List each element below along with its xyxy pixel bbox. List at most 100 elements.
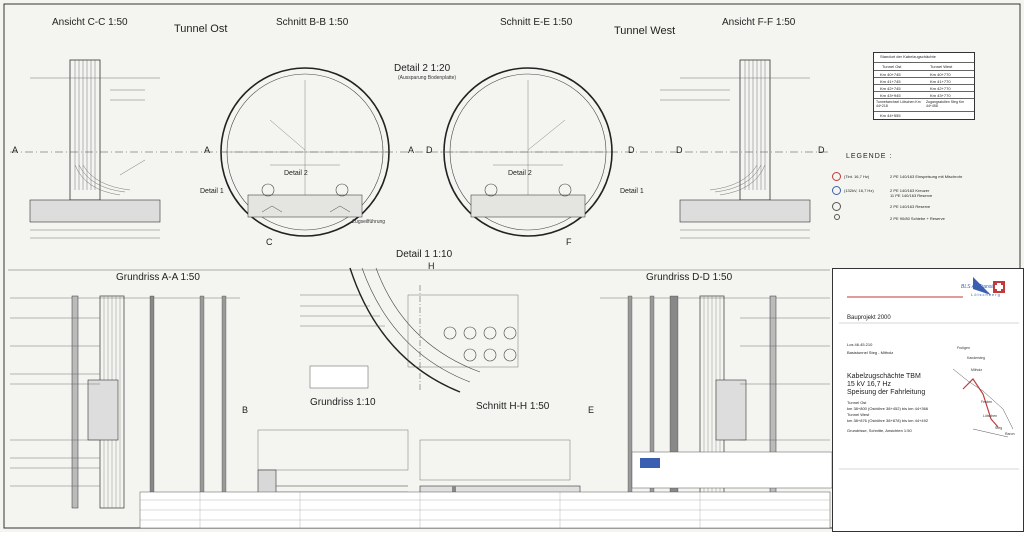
kabel-table-header: Tunnel Ost Tunnel West xyxy=(874,62,974,70)
map-label: Mitholz xyxy=(971,368,983,372)
callout-zugseil: Zugseilführung xyxy=(352,219,386,225)
los-number: Los 46.45.210 xyxy=(847,342,873,347)
bottom-info-strip xyxy=(139,451,833,529)
map-label: Steg xyxy=(995,426,1003,430)
legend-item: (132kV, 16,7 Hz) 2 PE 140/163 Kreuzer 11… xyxy=(832,186,1017,198)
table-row: Km 40+745 Km 40+770 xyxy=(874,70,974,78)
table-row: Km 41+745 Km 41+770 xyxy=(874,77,974,85)
table-row: Tunnelwechsel Lötschen Km 44+218 Zugangs… xyxy=(874,98,974,111)
cell: Km 40+745 xyxy=(880,72,901,77)
section-mark-d-right: D xyxy=(676,145,683,155)
section-mark-a-mid: A xyxy=(204,145,211,155)
circle-icon xyxy=(832,172,841,181)
main-title-3: Speisung der Fahrleitung xyxy=(847,389,926,396)
map-label: Ferden xyxy=(981,400,993,404)
map-label: Raron xyxy=(1005,432,1015,436)
legend-item: (Tint. 16,7 Hz) 2 PE 140/163 Einspeisung… xyxy=(832,172,1017,182)
route-line-2: km 38+800 (Oströhre 38+452) bis km 44+36… xyxy=(847,406,929,411)
project-name: Bauprojekt 2000 xyxy=(847,315,891,321)
subtitle-detail2: (Aussparung Bodenplatte) xyxy=(398,75,457,81)
title-grundriss-aa: Grundriss A-A 1:50 xyxy=(116,272,200,283)
legend: LEGENDE : (Tint. 16,7 Hz) 2 PE 140/163 E… xyxy=(827,148,1022,268)
title-grundriss-110: Grundriss 1:10 xyxy=(310,397,376,408)
legend-item-text: 2 PE 140/163 Kreuzer 11 PE 140/163 Reser… xyxy=(890,188,933,198)
ansicht-ff-view xyxy=(660,59,811,239)
main-title-2: 15 kV 16,7 Hz xyxy=(847,381,891,388)
main-title-1: Kabelzugschächte TBM xyxy=(847,373,921,380)
title-grundriss-dd: Grundriss D-D 1:50 xyxy=(646,272,733,283)
route-line-1: Tunnel Ost xyxy=(847,400,867,405)
scales-note: Grundrisse, Schnitte, Ansichten 1:50 xyxy=(847,428,912,433)
title-block-graphics xyxy=(839,277,1019,470)
callout-detail1-left: Detail 1 xyxy=(200,188,224,195)
grundriss-aa-view xyxy=(10,295,240,509)
legend-title: LEGENDE : xyxy=(846,153,893,160)
section-mark-f-bottom: F xyxy=(566,237,572,247)
map-label: Lötschen xyxy=(983,414,998,418)
route-line-4: km 38+876 (Oströhre 38+878) bis km 44+49… xyxy=(847,418,929,423)
section-name: Basistunnel Steg - Mitholz xyxy=(847,350,894,355)
section-mark-d-left: D xyxy=(426,145,433,155)
section-mark-e-left: E xyxy=(588,405,595,415)
cell: Km 41+745 xyxy=(880,79,901,84)
section-mark-a-left: A xyxy=(12,145,19,155)
legend-item-code: (132kV, 16,7 Hz) xyxy=(844,188,874,193)
kabel-table-title: Standort der Kabelzugschächte xyxy=(880,54,936,59)
title-tunnel-west: Tunnel West xyxy=(614,25,676,37)
title-ansicht-cc: Ansicht C-C 1:50 xyxy=(52,17,128,28)
legend-item-text: 2 PE 140/163 Einspeisung mit Mischrohr xyxy=(890,174,963,179)
callout-detail2-left: Detail 2 xyxy=(284,170,308,177)
legend-item-text: 2 PE 90/80 Schiebe + Reserve xyxy=(890,216,945,221)
title-tunnel-ost: Tunnel Ost xyxy=(174,23,228,35)
legend-item-code: (Tint. 16,7 Hz) xyxy=(844,174,870,179)
section-mark-a-right: A xyxy=(408,145,415,155)
section-mark-c-bottom: C xyxy=(266,237,273,247)
title-schnitt-hh: Schnitt H-H 1:50 xyxy=(476,401,550,412)
circle-icon xyxy=(834,214,840,220)
legend-item-text: 2 PE 140/163 Reserve xyxy=(890,204,931,209)
title-detail1: Detail 1 1:10 xyxy=(396,249,453,260)
cell: Km 42+770 xyxy=(930,86,951,91)
title-schnitt-bb: Schnitt B-B 1:50 xyxy=(276,17,349,28)
detail1-view xyxy=(300,267,519,393)
section-mark-d-far: D xyxy=(818,145,825,155)
company-name: BLS AlpTransit xyxy=(961,284,994,290)
kabel-col2: Tunnel West xyxy=(930,64,953,69)
title-detail2: Detail 2 1:20 xyxy=(394,63,451,74)
title-ansicht-ff: Ansicht F-F 1:50 xyxy=(722,17,796,28)
callout-detail1-right: Detail 1 xyxy=(620,188,644,195)
company-sub: Lötschberg xyxy=(971,292,1001,297)
kabel-col1: Tunnel Ost xyxy=(882,64,902,69)
legend-item: 2 PE 140/163 Reserve xyxy=(832,202,1017,212)
map-label: Kandersteg xyxy=(967,356,985,360)
circle-icon xyxy=(832,202,841,211)
cell: Km 42+745 xyxy=(880,86,901,91)
section-mark-d-mid: D xyxy=(628,145,635,155)
cell: Tunnelwechsel Lötschen Km 44+218 xyxy=(876,100,921,108)
callout-detail2-right: Detail 2 xyxy=(508,170,532,177)
cell: Km 43+770 xyxy=(930,93,951,98)
circle-icon xyxy=(832,186,841,195)
section-mark-b-left: B xyxy=(242,405,249,415)
grundriss-dd-view xyxy=(600,295,830,509)
title-schnitt-ee: Schnitt E-E 1:50 xyxy=(500,17,573,28)
cell: Km 41+770 xyxy=(930,79,951,84)
table-row: Km 42+745 Km 42+770 xyxy=(874,84,974,92)
cell: Km 40+770 xyxy=(930,72,951,77)
route-line-3: Tunnel West xyxy=(847,412,870,417)
cell: Km 43+945 xyxy=(880,93,901,98)
table-row: Km 44+555 xyxy=(874,111,974,119)
schnitt-bb-view xyxy=(220,67,390,237)
schnitt-ee-view xyxy=(440,67,613,237)
table-row: Km 43+945 Km 43+770 xyxy=(874,91,974,99)
legend-item: 2 PE 90/80 Schiebe + Reserve xyxy=(832,214,1017,224)
cell: Km 44+555 xyxy=(880,113,901,118)
bls-logo-icon xyxy=(973,277,991,295)
kabelschacht-table: Standort der Kabelzugschächte Tunnel Ost… xyxy=(873,52,975,120)
title-block: BLS AlpTransit Lötschberg Bauprojekt 200… xyxy=(832,268,1024,532)
map-label: Frutigen xyxy=(957,346,970,350)
cell: Zugangsstollen Steg Km 44+458 xyxy=(926,100,965,108)
section-mark-h: H xyxy=(428,261,435,271)
